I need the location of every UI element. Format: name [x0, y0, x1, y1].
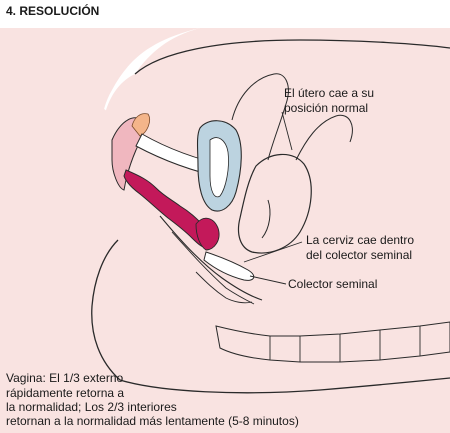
uterus	[237, 153, 312, 254]
uterine-cavity	[261, 199, 271, 239]
leader-line-pool	[249, 275, 287, 285]
label-vagina-line-3: la normalidad; Los 2/3 interiores	[6, 400, 177, 414]
seminal-pool	[203, 251, 255, 281]
label-vagina-line-4: retornan a la normalidad más lentamente …	[6, 414, 299, 428]
leader-line-cervix	[243, 241, 303, 263]
label-cervix-line-2: del colector seminal	[306, 248, 413, 262]
label-uterus-line-1: El útero cae a su	[284, 86, 375, 100]
label-vagina-line-1: Vagina: El 1/3 externo	[6, 371, 124, 385]
clitoris	[131, 113, 150, 137]
upper-left-skin	[0, 28, 200, 240]
intestine-loop	[295, 114, 353, 161]
diagram-title: 4. RESOLUCIÓN	[6, 4, 100, 18]
rectum-inner	[171, 231, 255, 305]
cervix-tip	[195, 217, 220, 251]
rectum	[159, 215, 263, 301]
sacrum	[215, 321, 450, 363]
label-vagina-line-2: rápidamente retorna a	[6, 386, 125, 400]
bladder-inner	[209, 137, 229, 198]
buttock-contour	[91, 239, 450, 394]
anal-canal	[195, 271, 253, 304]
intestine-loop	[231, 73, 289, 161]
leader-line-uterus	[281, 111, 293, 151]
labia	[111, 117, 143, 191]
label-seminal-pool: Colector seminal	[288, 277, 378, 291]
label-uterus-line-2: posición normal	[284, 101, 369, 115]
body-silhouette	[0, 28, 450, 433]
label-cervix-line-1: La cerviz cae dentro	[306, 233, 415, 247]
abdomen-contour	[134, 39, 450, 75]
